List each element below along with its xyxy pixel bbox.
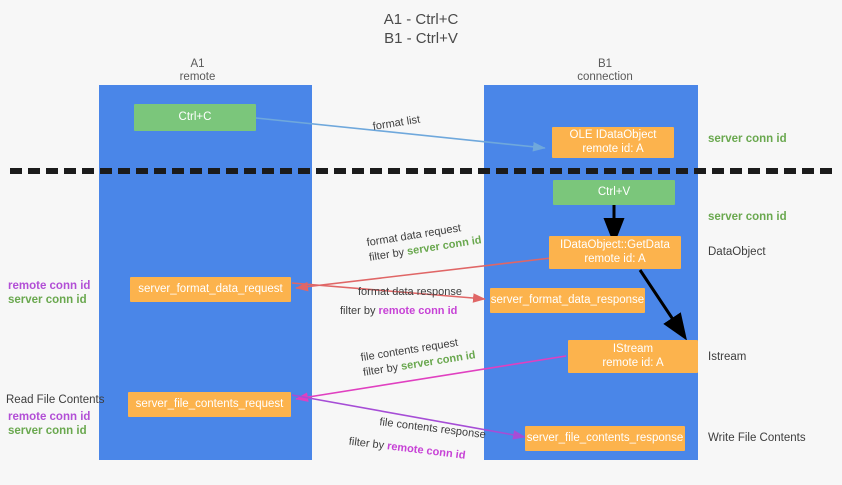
- node-server-format-data-response[interactable]: server_format_data_response: [490, 288, 645, 313]
- node-ctrl-v[interactable]: Ctrl+V: [553, 180, 675, 205]
- caption-istream: Istream: [708, 351, 747, 363]
- node-idataobject-getdata-line2: remote id: A: [584, 252, 646, 265]
- filter-key-remote-conn-id: remote conn id: [378, 305, 458, 317]
- annotation-server-conn-id-mid: server conn id: [708, 210, 787, 224]
- edge-label-file-contents-response: file contents response filter by remote …: [348, 415, 487, 466]
- annotation-server-conn-id-top: server conn id: [708, 132, 787, 146]
- node-ctrl-c[interactable]: Ctrl+C: [134, 104, 256, 131]
- annotation-server-conn-id-1: server conn id: [8, 294, 87, 306]
- filter-key-remote-conn-id: remote conn id: [386, 440, 467, 462]
- annotation-server-conn-id-top-text: server conn id: [708, 133, 787, 145]
- title-line-1: A1 - Ctrl+C: [383, 11, 459, 28]
- node-server-format-data-response-label: server_format_data_response: [490, 293, 645, 306]
- filter-prefix: filter by: [340, 305, 379, 317]
- node-ctrl-v-label: Ctrl+V: [597, 185, 631, 198]
- node-ole-idataobject[interactable]: OLE IDataObject remote id: A: [552, 127, 674, 158]
- node-istream[interactable]: IStream remote id: A: [568, 340, 698, 373]
- node-ole-idataobject-line1: OLE IDataObject: [569, 129, 657, 141]
- caption-dataobject: DataObject: [708, 246, 766, 258]
- annotation-remote-conn-id-2: remote conn id: [8, 411, 91, 423]
- column-b1-sub: connection: [577, 71, 633, 83]
- node-istream-line1: IStream: [612, 343, 654, 355]
- column-header-b1: B1 connection: [540, 58, 670, 84]
- edge-label-format-list-text: format list: [371, 113, 421, 133]
- page-title: A1 - Ctrl+C B1 - Ctrl+V: [0, 10, 842, 48]
- column-a1-name: A1: [190, 58, 205, 70]
- edge-label-file-contents-response-text: file contents response: [378, 416, 487, 442]
- node-server-file-contents-response-label: server_file_contents_response: [526, 431, 684, 444]
- column-header-a1: A1 remote: [140, 58, 255, 84]
- filter-prefix: filter by: [348, 435, 388, 453]
- node-idataobject-getdata[interactable]: IDataObject::GetData remote id: A: [549, 236, 681, 269]
- annotation-read-file-contents: Read File Contents remote conn id server…: [6, 393, 105, 438]
- node-server-file-contents-response[interactable]: server_file_contents_response: [525, 426, 685, 451]
- annotation-read-file-contents-heading: Read File Contents: [6, 394, 105, 406]
- node-ole-idataobject-line2: remote id: A: [582, 142, 644, 155]
- caption-write-file-contents: Write File Contents: [708, 432, 806, 444]
- node-idataobject-getdata-line1: IDataObject::GetData: [560, 239, 670, 251]
- edge-label-format-data-request: format data request filter by server con…: [366, 218, 483, 265]
- boundary-divider: [10, 168, 832, 174]
- edge-label-format-list: format list: [372, 113, 421, 135]
- edge-label-format-data-response: format data response filter by remote co…: [340, 285, 462, 319]
- node-server-format-data-request-label: server_format_data_request: [138, 282, 283, 295]
- annotation-server-conn-id-mid-text: server conn id: [708, 211, 787, 223]
- node-server-format-data-request[interactable]: server_format_data_request: [130, 277, 291, 302]
- node-server-file-contents-request[interactable]: server_file_contents_request: [128, 392, 291, 417]
- edge-label-format-data-response-text: format data response: [358, 286, 462, 298]
- node-ctrl-c-label: Ctrl+C: [178, 110, 212, 123]
- edge-label-format-data-response-filter: filter by remote conn id: [340, 304, 462, 319]
- title-line-2: B1 - Ctrl+V: [384, 30, 458, 47]
- annotation-remote-conn-id-1: remote conn id: [8, 280, 91, 292]
- annotation-server-conn-id-2: server conn id: [8, 425, 87, 437]
- column-b1-name: B1: [597, 58, 613, 70]
- annotation-left-conn-ids-1: remote conn id server conn id: [8, 279, 90, 307]
- edge-label-file-contents-request: file contents request filter by server c…: [360, 333, 477, 380]
- node-istream-line2: remote id: A: [602, 356, 664, 369]
- column-a1-sub: remote: [179, 71, 216, 83]
- node-server-file-contents-request-label: server_file_contents_request: [135, 397, 284, 410]
